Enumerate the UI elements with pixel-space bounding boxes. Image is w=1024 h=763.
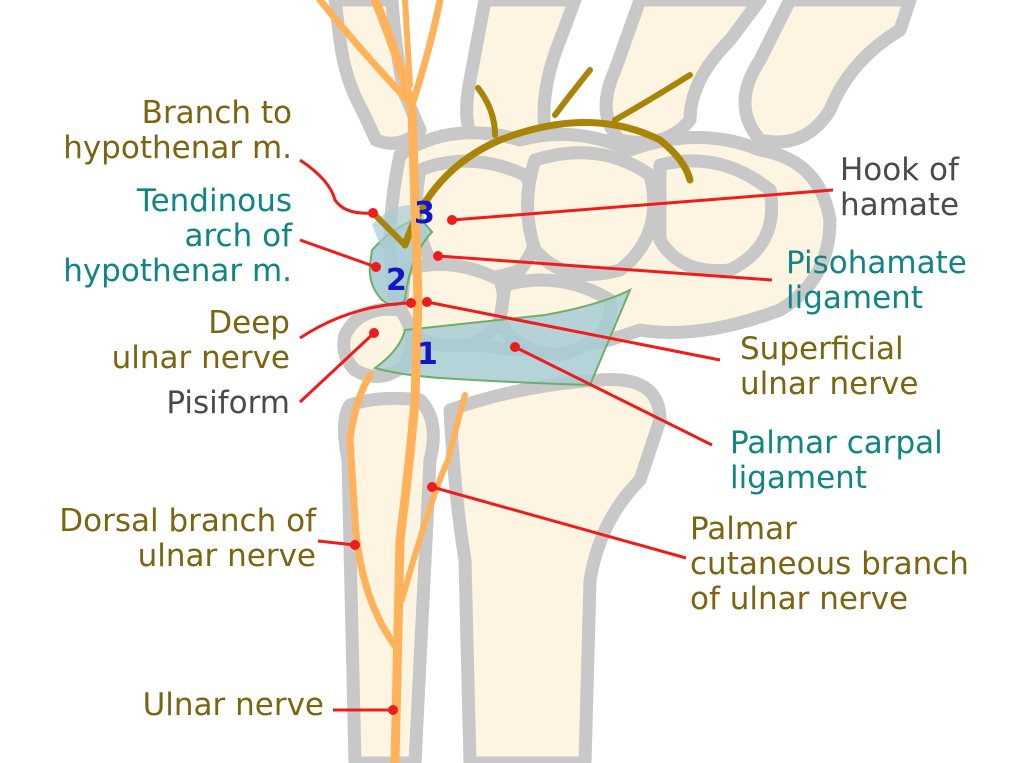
- radius: [443, 373, 667, 763]
- label-pisiform: Pisiform: [166, 385, 290, 421]
- label-branch-to-hypothenar: Branch to hypothenar m.: [63, 95, 292, 166]
- tendinous-arch-shape: [372, 205, 418, 250]
- metacarpal-3: [599, 0, 767, 149]
- leader-dots: [350, 208, 520, 715]
- dot-dorsal-branch: [350, 540, 360, 550]
- dot-superficial: [422, 297, 432, 307]
- leader-pisiform: [298, 331, 376, 404]
- leader-palmar-cutaneous: [431, 485, 687, 560]
- dot-tendinous-arch: [371, 262, 381, 272]
- dot-palmar-carpal: [510, 342, 520, 352]
- deep-branch-twig-2: [552, 67, 593, 118]
- metacarpal-2: [738, 0, 917, 149]
- label-pisohamate-ligament: Pisohamate ligament: [786, 245, 967, 316]
- leader-lines: [298, 158, 834, 712]
- label-deep-ulnar-nerve: Deep ulnar nerve: [111, 305, 290, 376]
- ulnar-nerve-main: [370, 0, 423, 763]
- label-superficial-ulnar-nerve: Superficial ulnar nerve: [740, 331, 919, 402]
- palmar-cutaneous-nerve: [399, 392, 468, 603]
- trapezoid: [653, 154, 779, 278]
- leader-branch-hypothenar: [299, 158, 374, 215]
- capitate: [521, 146, 661, 281]
- label-tendinous-arch: Tendinous arch of hypothenar m.: [63, 183, 292, 289]
- ulna: [338, 391, 440, 763]
- number-1: 1: [417, 337, 438, 372]
- number-3: 3: [414, 196, 435, 231]
- palmar-carpal-ligament-shape: [372, 287, 632, 387]
- deep-ulnar-nerve-branch: [401, 119, 694, 249]
- dot-pisiform: [369, 328, 379, 338]
- dot-ulnar-nerve: [388, 705, 398, 715]
- dot-branch-hypothenar: [368, 208, 378, 218]
- nerves: [316, 0, 694, 763]
- label-ulnar-nerve: Ulnar nerve: [142, 687, 324, 723]
- leader-hook-hamate: [451, 188, 834, 222]
- leader-superficial: [426, 300, 721, 362]
- dot-hook-hamate: [447, 215, 457, 225]
- deep-branch-twig-3: [612, 72, 693, 123]
- label-palmar-carpal-ligament: Palmar carpal ligament: [730, 425, 943, 496]
- superficial-branch-right: [408, 0, 444, 109]
- leader-palmar-carpal: [514, 345, 713, 447]
- bones: [328, 0, 917, 763]
- label-dorsal-branch: Dorsal branch of ulnar nerve: [59, 503, 316, 574]
- dot-pisohamate: [433, 251, 443, 261]
- leader-pisohamate: [437, 254, 773, 282]
- dot-palmar-cutaneous: [427, 482, 437, 492]
- deep-branch-twig-1: [475, 85, 498, 138]
- superficial-branch-center: [402, 0, 413, 88]
- number-2: 2: [386, 263, 407, 298]
- superficial-branch-left: [316, 0, 416, 109]
- dot-deep-ulnar: [406, 298, 416, 308]
- dorsal-branch-nerve: [346, 371, 402, 654]
- leader-tendinous-arch: [299, 238, 377, 269]
- label-palmar-cutaneous-branch: Palmar cutaneous branch of ulnar nerve: [690, 511, 969, 617]
- leader-deep-ulnar: [299, 301, 411, 340]
- leader-dorsal-branch: [317, 539, 356, 547]
- label-hook-of-hamate: Hook of hamate: [840, 152, 960, 223]
